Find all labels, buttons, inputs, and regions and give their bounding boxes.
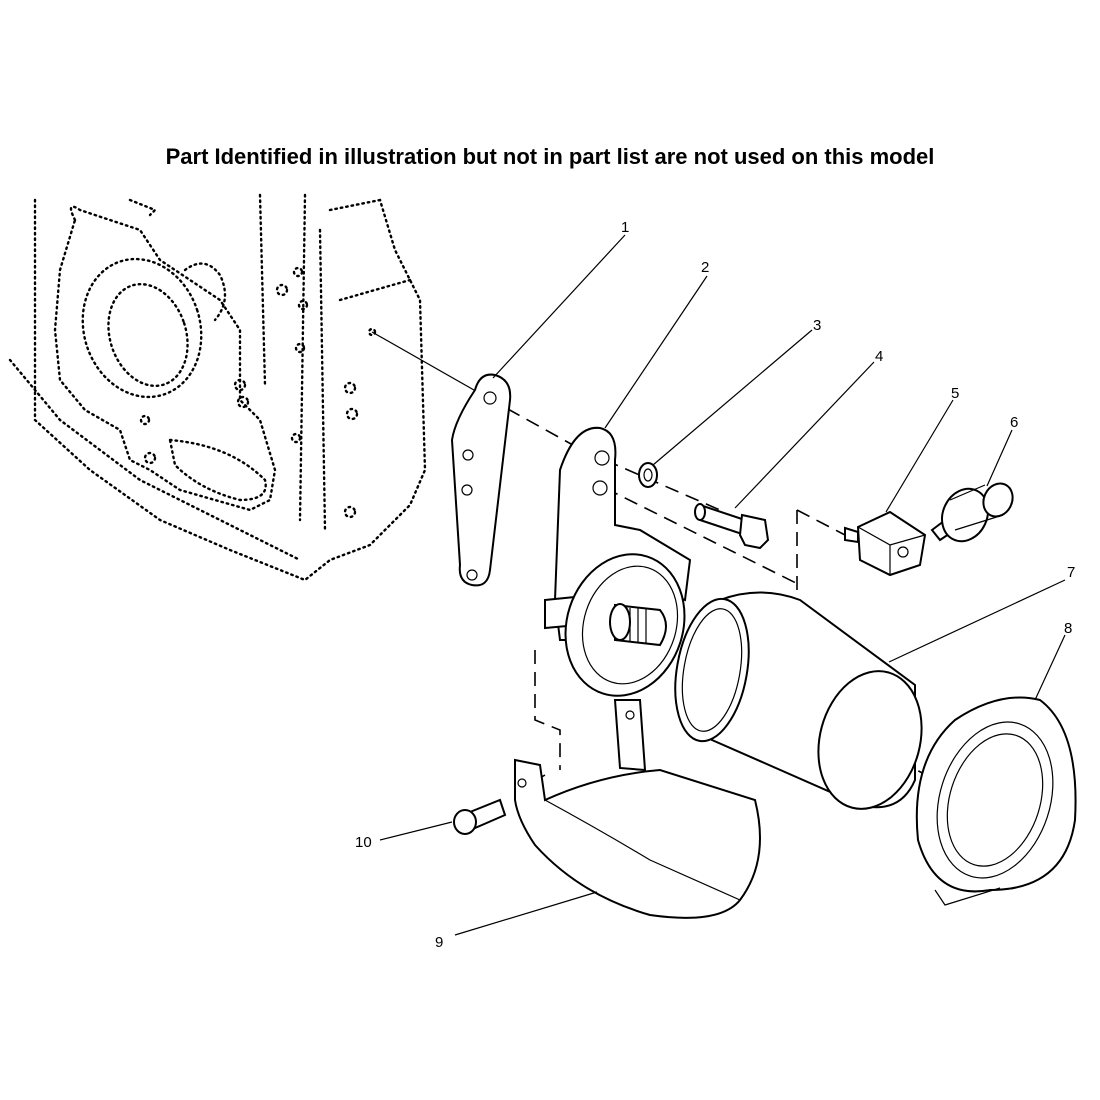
part-washer [638,462,658,488]
engine-block-phantom [8,193,427,582]
callout-2: 2 [701,259,709,276]
part-adapter-block [844,510,927,577]
callout-1: 1 [621,219,629,236]
part-screw [453,798,507,835]
part-sending-unit [930,482,1014,543]
diagram-notice: Part Identified in illustration but not … [165,144,935,169]
part-guard-shield [514,699,761,919]
part-filter-element [674,591,923,810]
part-filter-head-bracket [544,426,692,697]
callout-labels: 1 2 3 4 5 6 7 8 9 10 [355,219,1075,951]
part-mounting-plate [450,373,512,587]
part-seal-ring [915,696,1077,906]
callout-leader-lines [379,234,1066,936]
callout-9: 9 [435,934,443,951]
callout-3: 3 [813,317,821,334]
part-bolt [694,503,770,550]
callout-5: 5 [951,385,959,402]
callout-10: 10 [355,834,372,851]
callout-8: 8 [1064,620,1072,637]
callout-6: 6 [1010,414,1018,431]
callout-4: 4 [875,348,883,365]
callout-7: 7 [1067,564,1075,581]
